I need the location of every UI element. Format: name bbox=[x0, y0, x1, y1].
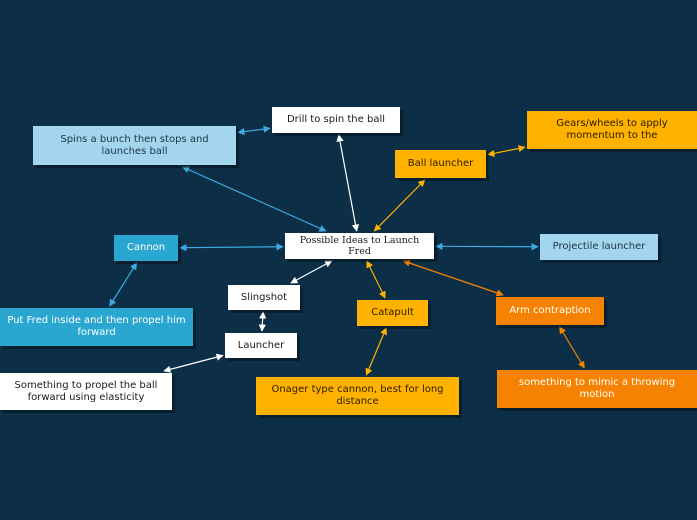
connector-cannon-put-fred bbox=[109, 262, 138, 307]
node-launcher[interactable]: Launcher bbox=[225, 333, 297, 358]
node-mimic[interactable]: something to mimic a throwing motion bbox=[497, 370, 697, 408]
node-catapult[interactable]: Catapult bbox=[357, 300, 428, 326]
connector-center-cannon bbox=[179, 243, 284, 252]
connector-slingshot-launcher bbox=[258, 311, 267, 332]
connector-catapult-onager bbox=[365, 327, 387, 376]
node-onager[interactable]: Onager type cannon, best for long distan… bbox=[256, 377, 459, 415]
connector-center-ball-launcher bbox=[373, 179, 426, 232]
connector-center-drill bbox=[336, 134, 360, 232]
node-spins[interactable]: Spins a bunch then stops and launches ba… bbox=[33, 126, 236, 165]
node-center[interactable]: Possible Ideas to Launch Fred bbox=[285, 233, 434, 259]
connector-arm-mimic bbox=[559, 326, 585, 369]
node-propel[interactable]: Something to propel the ball forward usi… bbox=[0, 373, 172, 410]
node-cannon[interactable]: Cannon bbox=[114, 235, 178, 261]
connector-drill-spins bbox=[237, 125, 271, 136]
node-slingshot[interactable]: Slingshot bbox=[228, 285, 300, 310]
node-arm[interactable]: Arm contraption bbox=[496, 297, 604, 325]
connector-launcher-propel bbox=[163, 353, 224, 373]
connector-ball-launcher-gears bbox=[487, 144, 526, 157]
node-gears[interactable]: Gears/wheels to apply momentum to the bbox=[527, 111, 697, 149]
connector-center-spins bbox=[181, 166, 327, 232]
node-ball-launcher[interactable]: Ball launcher bbox=[395, 150, 486, 178]
connector-center-slingshot bbox=[290, 260, 333, 284]
connector-center-arm bbox=[402, 259, 504, 297]
node-projectile[interactable]: Projectile launcher bbox=[540, 234, 658, 260]
node-put-fred[interactable]: Put Fred inside and then propel him forw… bbox=[0, 308, 193, 346]
connector-center-catapult bbox=[366, 260, 386, 299]
node-drill[interactable]: Drill to spin the ball bbox=[272, 107, 400, 133]
